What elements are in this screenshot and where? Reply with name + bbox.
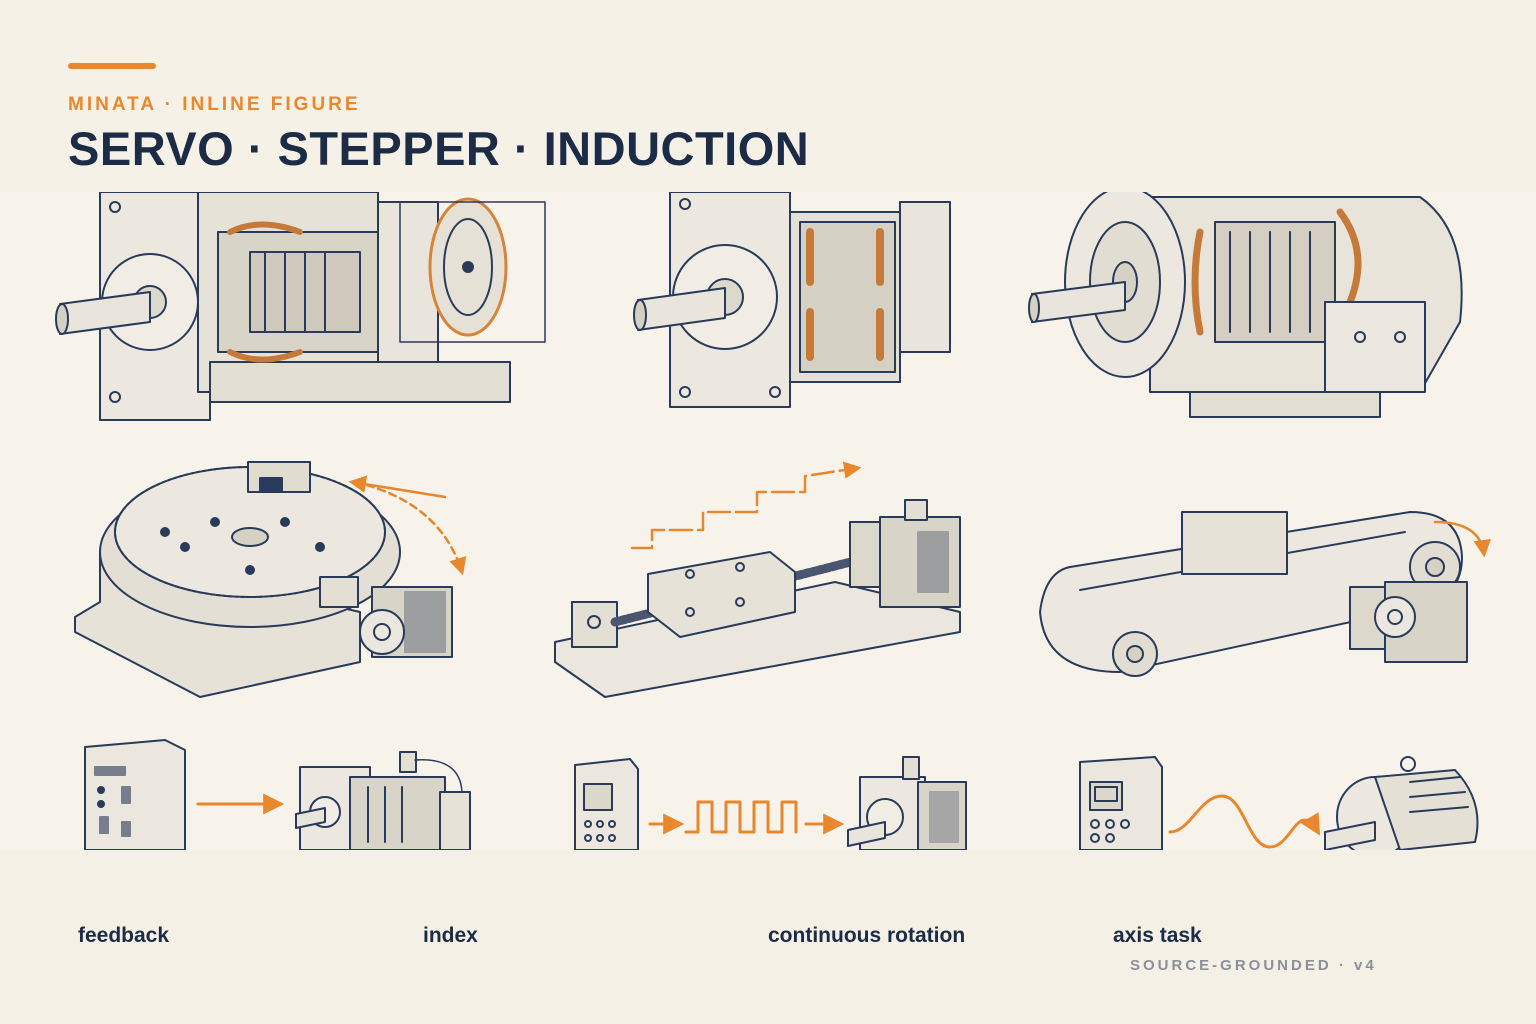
page-title: SERVO · STEPPER · INDUCTION bbox=[68, 122, 810, 175]
eyebrow: MINATA · INLINE FIGURE bbox=[68, 94, 361, 115]
accent-bar bbox=[68, 63, 156, 69]
label-continuous-rotation: continuous rotation bbox=[768, 924, 966, 947]
label-feedback: feedback bbox=[78, 924, 170, 947]
footer: feedback index continuous rotation axis … bbox=[0, 850, 1536, 1024]
induction-motor-illustration bbox=[1028, 192, 1463, 418]
linear-stage-illustration bbox=[554, 461, 961, 698]
rotary-index-table-illustration bbox=[74, 461, 467, 698]
vfd-diagram bbox=[1079, 756, 1479, 850]
illustration-panel bbox=[0, 192, 1536, 850]
conveyor-illustration bbox=[1039, 511, 1491, 677]
label-index: index bbox=[423, 924, 478, 947]
stepper-driver-diagram bbox=[574, 756, 967, 850]
servo-motor-illustration bbox=[55, 192, 546, 421]
stepper-motor-illustration bbox=[633, 192, 951, 408]
header: MINATA · INLINE FIGURE SERVO · STEPPER ·… bbox=[0, 0, 1536, 192]
servo-drive-diagram bbox=[84, 739, 471, 850]
label-axis-task: axis task bbox=[1113, 924, 1202, 947]
source-stamp: SOURCE-GROUNDED · v4 bbox=[1130, 957, 1377, 974]
